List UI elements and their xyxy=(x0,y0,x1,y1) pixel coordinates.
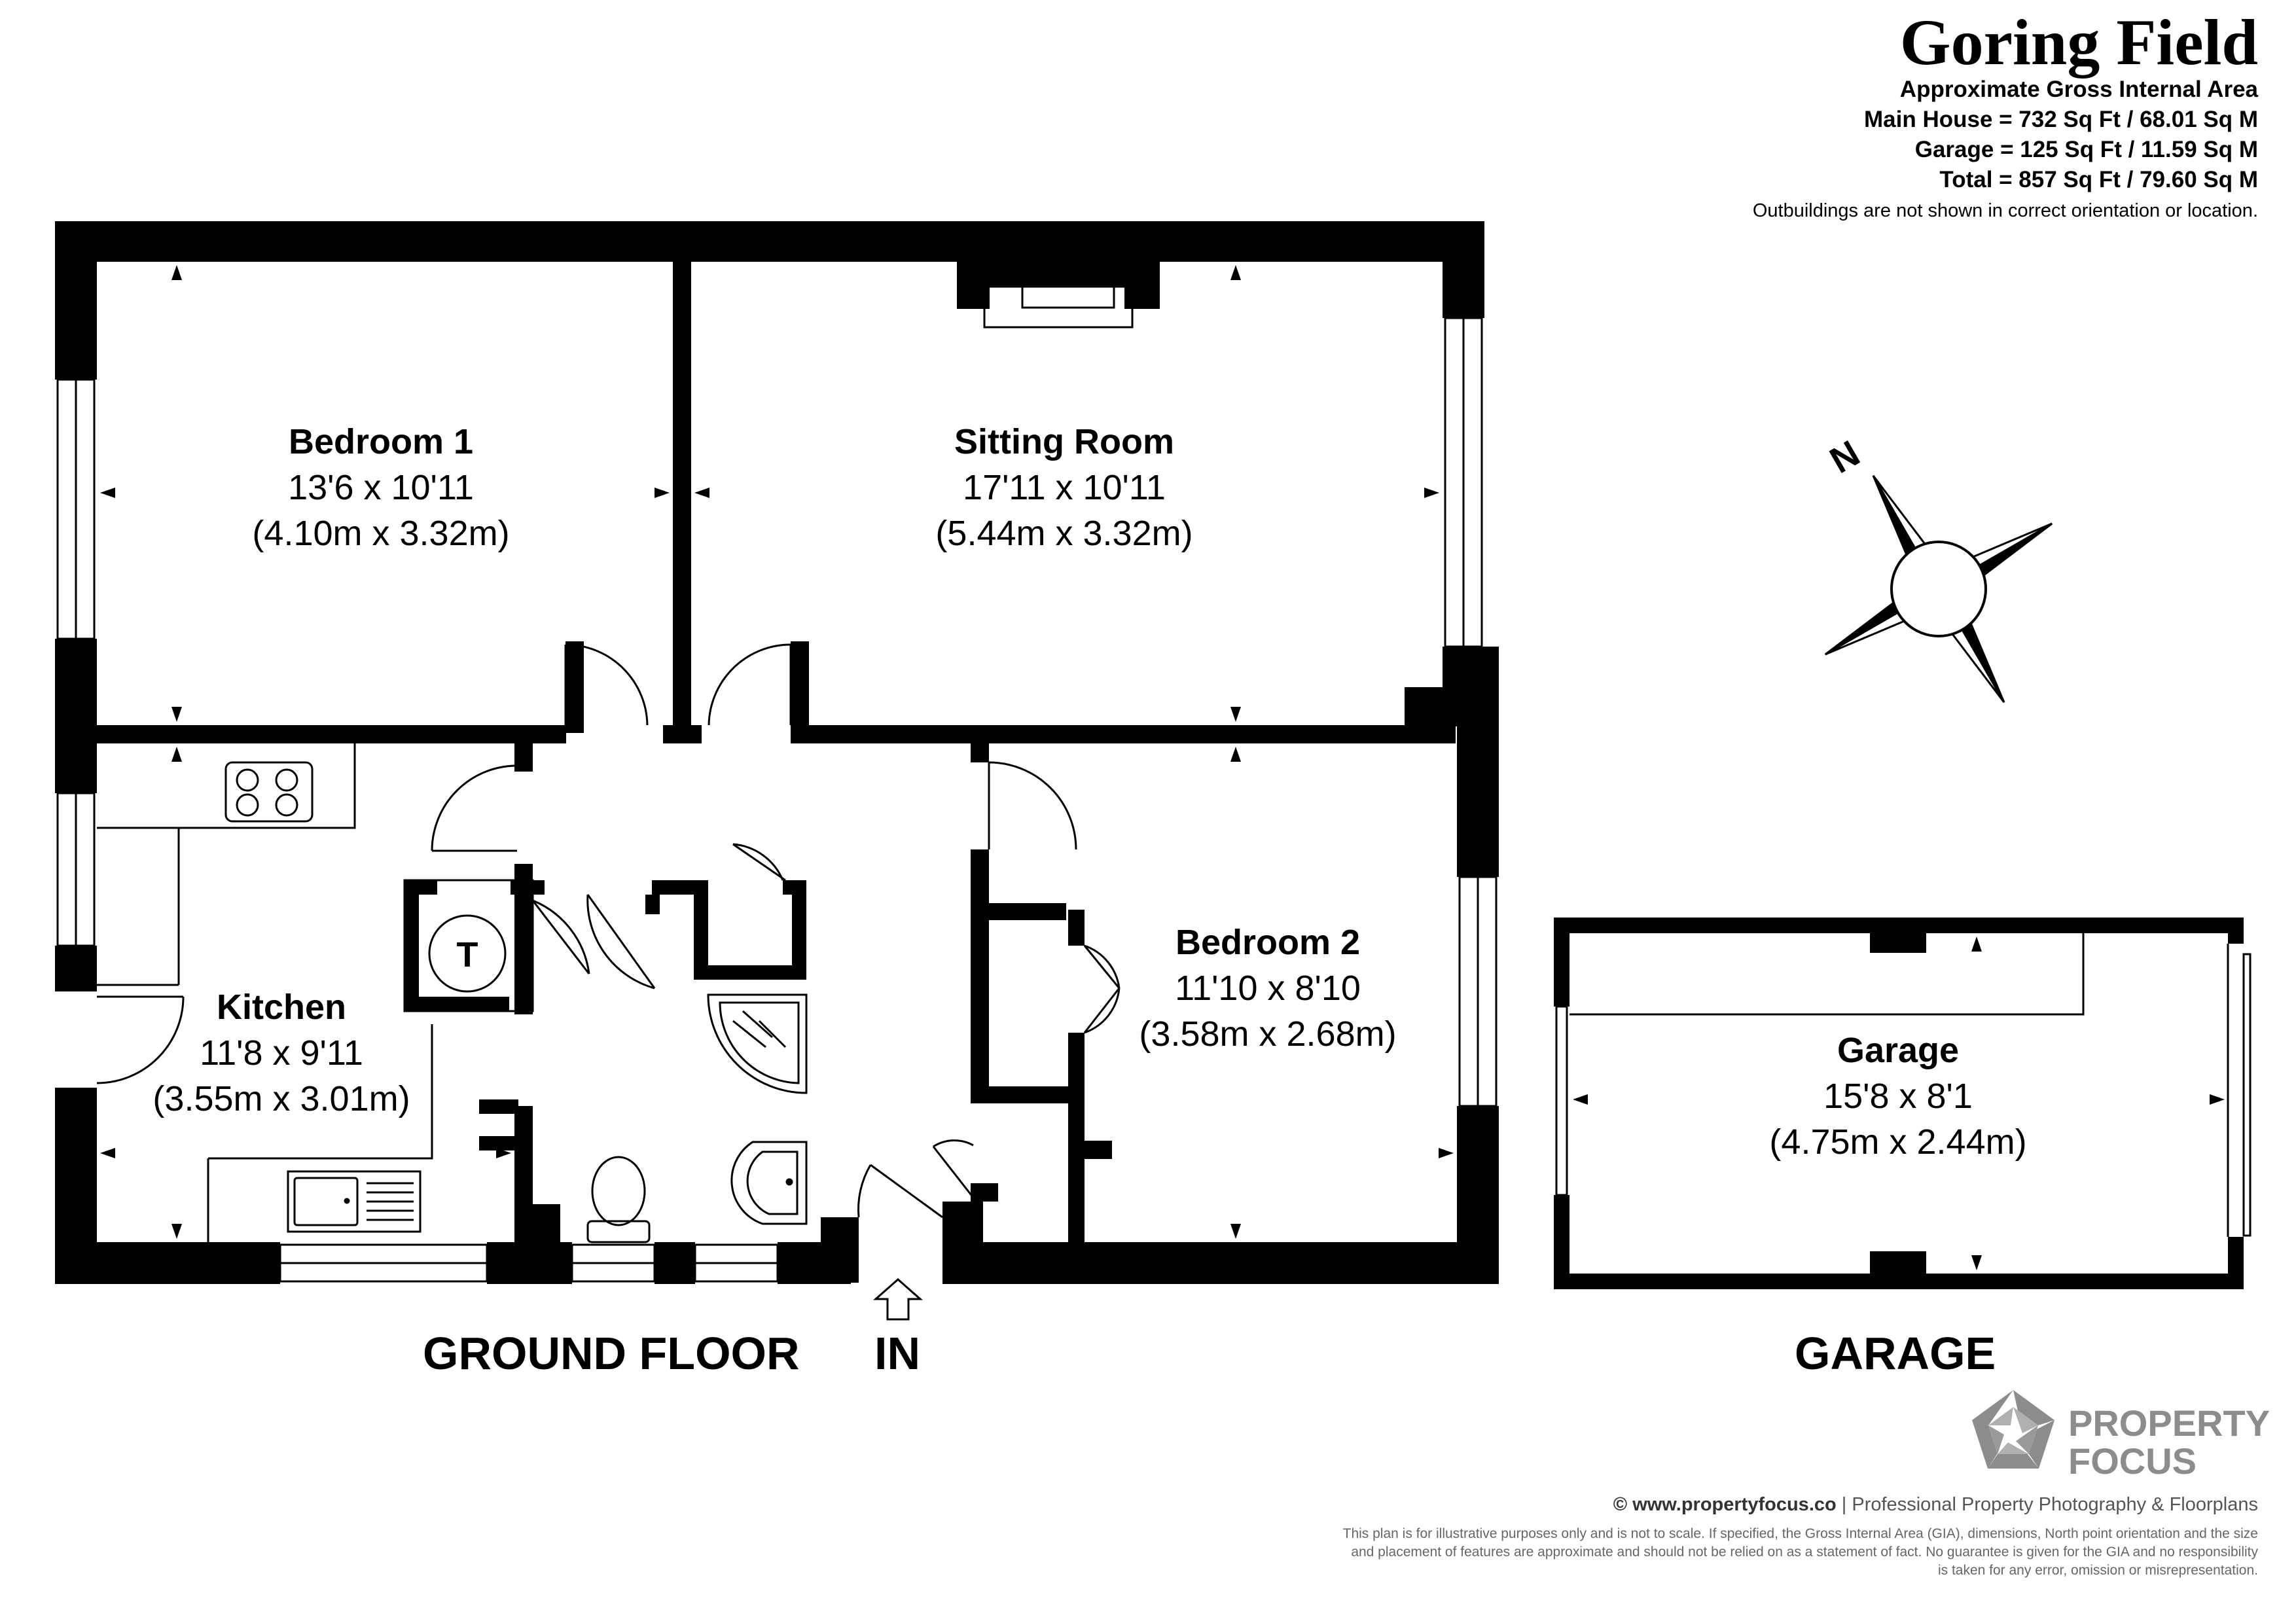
kitchen-fittings xyxy=(97,743,433,1242)
room-dimensions-metric: (3.58m x 2.68m) xyxy=(1139,1014,1397,1054)
footer-tagline: Professional Property Photography & Floo… xyxy=(1852,1494,2258,1515)
room-dimensions-metric: (3.55m x 3.01m) xyxy=(152,1079,410,1118)
orientation-note: Outbuildings are not shown in correct or… xyxy=(1752,200,2258,221)
logo-text-focus: FOCUS xyxy=(2068,1440,2197,1482)
room-dimensions-metric: (4.10m x 3.32m) xyxy=(252,514,510,553)
disclaimer-text: This plan is for illustrative purposes o… xyxy=(1342,1526,2258,1578)
room-label-garage: Garage 15'8 x 8'1 (4.75m x 2.44m) xyxy=(1769,1027,2026,1165)
room-name: Bedroom 2 xyxy=(1175,923,1361,962)
property-title: Goring Field xyxy=(1899,6,2258,79)
tank-cupboard xyxy=(403,879,534,1012)
garage-section-label: GARAGE xyxy=(1795,1328,1996,1379)
room-label-bedroom-2: Bedroom 2 11'10 x 8'10 (3.58m x 2.68m) xyxy=(1139,919,1396,1057)
chimney-breast xyxy=(957,262,1160,329)
garage-walls xyxy=(1554,918,2244,1289)
room-name: Sitting Room xyxy=(954,422,1174,461)
outer-walls xyxy=(55,221,1499,1284)
hob-icon xyxy=(224,761,314,823)
dimension-arrows xyxy=(100,265,1454,1239)
room-label-sitting-room: Sitting Room 17'11 x 10'11 (5.44m x 3.32… xyxy=(935,419,1193,556)
room-dimensions-imperial: 17'11 x 10'11 xyxy=(963,468,1166,507)
room-name: Garage xyxy=(1837,1031,1960,1070)
footer-credit: © www.propertyfocus.co | Professional Pr… xyxy=(1613,1492,2258,1517)
room-name: Bedroom 1 xyxy=(288,422,474,461)
compass-icon: N xyxy=(1823,432,2053,704)
garage-area: Garage = 125 Sq Ft / 11.59 Sq M xyxy=(1914,137,2258,162)
logo-text-property: PROPERTY xyxy=(2068,1402,2270,1444)
property-focus-logo-icon xyxy=(1972,1390,2054,1469)
room-dimensions-metric: (5.44m x 3.32m) xyxy=(935,514,1193,553)
room-dimensions-imperial: 15'8 x 8'1 xyxy=(1823,1077,1973,1116)
bathroom-fittings xyxy=(586,993,808,1243)
area-heading: Approximate Gross Internal Area xyxy=(1899,77,2258,102)
sink-icon xyxy=(287,1170,422,1233)
main-house-area: Main House = 732 Sq Ft / 68.01 Sq M xyxy=(1864,107,2258,132)
entrance-label: IN xyxy=(874,1328,920,1379)
room-dimensions-imperial: 13'6 x 10'11 xyxy=(288,468,474,507)
garage-dimension-arrows xyxy=(1573,936,2225,1270)
internal-walls xyxy=(97,262,1456,1284)
doors xyxy=(96,643,1121,1219)
room-label-kitchen: Kitchen 11'8 x 9'11 (3.55m x 3.01m) xyxy=(152,984,410,1122)
room-label-bedroom-1: Bedroom 1 13'6 x 10'11 (4.10m x 3.32m) xyxy=(252,419,509,556)
tank-label: T xyxy=(457,935,478,974)
room-dimensions-imperial: 11'10 x 8'10 xyxy=(1175,969,1361,1008)
total-area: Total = 857 Sq Ft / 79.60 Sq M xyxy=(1939,167,2258,192)
footer-separator: | xyxy=(1836,1494,1852,1515)
room-name: Kitchen xyxy=(216,988,347,1027)
room-dimensions-imperial: 11'8 x 9'11 xyxy=(200,1033,363,1073)
room-dimensions-metric: (4.75m x 2.44m) xyxy=(1769,1122,2027,1162)
compass-north-label: N xyxy=(1823,432,1867,481)
ground-floor-label: GROUND FLOOR xyxy=(423,1328,800,1379)
website-link[interactable]: © www.propertyfocus.co xyxy=(1613,1494,1837,1515)
entrance-arrow-icon xyxy=(873,1277,923,1321)
